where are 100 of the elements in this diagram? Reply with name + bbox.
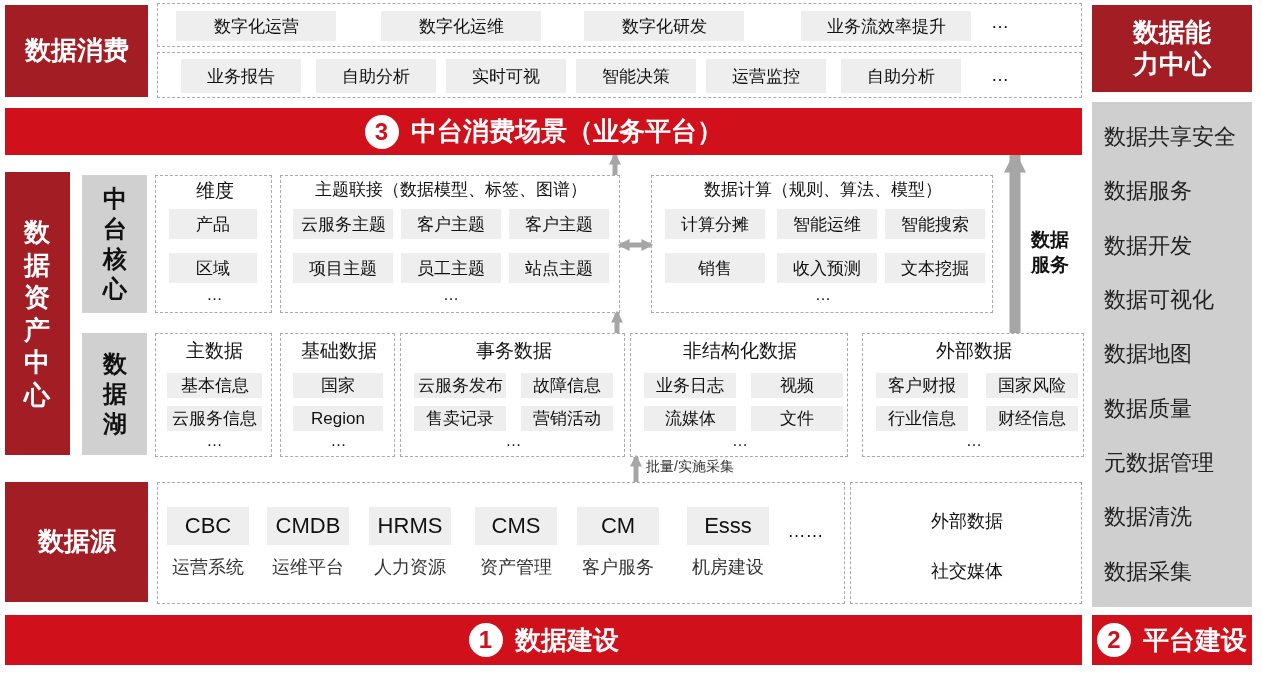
system-tag: CBC <box>167 507 249 545</box>
category-tag: 售卖记录 <box>414 406 506 431</box>
ellipsis-text: …… <box>786 521 825 542</box>
category-tag: 智能搜索 <box>885 209 985 239</box>
category-tag: 智能决策 <box>576 59 696 93</box>
step-number-badge: 3 <box>364 114 399 149</box>
system-caption: 人力资源 <box>373 556 447 579</box>
dashed-panel <box>155 333 272 457</box>
category-tag: 文本挖掘 <box>885 253 985 283</box>
category-tag: 云服务主题 <box>293 209 393 239</box>
category-tag: 业务流效率提升 <box>801 11 971 41</box>
arrow <box>611 310 623 333</box>
category-tag: 实时可视 <box>446 59 566 93</box>
category-tag: 数字化运维 <box>381 11 541 41</box>
banner-title: 中台消费场景（业务平台） <box>410 115 723 148</box>
category-tag: 区域 <box>169 253 257 283</box>
sublayer-label: 中台核心 <box>82 175 147 313</box>
category-tag: Region <box>293 406 383 431</box>
category-tag: 客户主题 <box>509 209 609 239</box>
category-tag: 视频 <box>751 373 843 398</box>
category-tag: 收入预测 <box>777 253 877 283</box>
capability-item: 数据采集 <box>1104 557 1193 586</box>
category-tag: 运营监控 <box>706 59 826 93</box>
ellipsis-text: … <box>965 432 983 450</box>
ellipsis-text: … <box>504 432 523 450</box>
system-tag: HRMS <box>369 507 451 545</box>
layer-banner <box>5 108 1082 155</box>
step-number-badge: 2 <box>1097 623 1131 657</box>
capability-panel <box>1092 102 1252 607</box>
system-tag: CM <box>577 507 659 545</box>
capability-item: 数据服务 <box>1104 177 1193 206</box>
dashed-panel <box>850 482 1082 604</box>
category-tag: 国家风险 <box>986 373 1078 398</box>
dashed-panel <box>630 333 848 457</box>
category-tag: 基本信息 <box>167 373 262 398</box>
capability-item: 数据共享安全 <box>1104 123 1237 152</box>
edge-label: 批量/实施采集 <box>646 458 734 476</box>
system-caption: 资产管理 <box>479 556 553 579</box>
category-tag: 财经信息 <box>986 406 1078 431</box>
dashed-panel <box>280 333 395 457</box>
dashed-panel <box>155 175 272 313</box>
category-tag: 流媒体 <box>644 406 736 431</box>
system-caption: 运营系统 <box>171 556 245 579</box>
dashed-panel <box>157 482 845 604</box>
category-tag: 云服务信息 <box>167 406 262 431</box>
arrow <box>617 239 654 251</box>
category-tag: 自助分析 <box>841 59 961 93</box>
category-tag: 国家 <box>293 373 383 398</box>
system-caption: 机房建设 <box>691 556 765 579</box>
category-tag: 文件 <box>751 406 843 431</box>
dashed-panel <box>651 175 993 313</box>
category-tag: 智能运维 <box>777 209 877 239</box>
category-tag: 云服务发布 <box>414 373 506 398</box>
category-tag: 产品 <box>169 209 257 239</box>
panel-heading: 数据计算（规则、算法、模型） <box>703 179 943 201</box>
panel-heading: 主题联接（数据模型、标签、图谱） <box>314 179 588 201</box>
dashed-panel <box>157 52 1082 98</box>
panel-heading: 外部数据 <box>935 339 1013 363</box>
category-tag: 计算分摊 <box>665 209 765 239</box>
system-tag: Esss <box>687 507 769 545</box>
system-caption: 运维平台 <box>271 556 345 579</box>
layer-banner <box>5 615 1082 665</box>
panel-heading: 事务数据 <box>474 339 553 363</box>
dashed-panel <box>400 333 625 457</box>
category-tag: 数字化研发 <box>584 11 744 41</box>
dashed-panel <box>280 175 620 313</box>
layer-banner <box>1092 615 1252 665</box>
ellipsis-text: … <box>990 65 1010 86</box>
panel-heading: 基础数据 <box>299 339 378 363</box>
category-tag: 行业信息 <box>876 406 968 431</box>
ellipsis-text: … <box>205 432 224 450</box>
arrow <box>630 454 642 482</box>
panel-heading: 主数据 <box>185 339 244 363</box>
category-tag: 数字化运营 <box>176 11 336 41</box>
category-tag: 站点主题 <box>509 253 609 283</box>
dashed-panel <box>862 333 1084 457</box>
system-caption: 客户服务 <box>581 556 655 579</box>
category-tag: 故障信息 <box>521 373 613 398</box>
capability-item: 数据质量 <box>1104 394 1193 423</box>
capability-item: 数据可视化 <box>1104 286 1215 315</box>
ellipsis-text: … <box>205 286 224 304</box>
category-tag: 销售 <box>665 253 765 283</box>
category-tag: 客户财报 <box>876 373 968 398</box>
capability-item: 数据清洗 <box>1104 503 1193 532</box>
category-tag: 业务日志 <box>644 373 736 398</box>
section-label: 数据能力中心 <box>1092 5 1252 92</box>
step-number-badge: 1 <box>468 623 503 657</box>
source-name: 外部数据 <box>930 510 1004 533</box>
capability-item: 数据地图 <box>1104 340 1193 369</box>
dashed-panel <box>157 3 1082 47</box>
section-label: 数据源 <box>5 482 148 602</box>
sublayer-label: 数据湖 <box>82 333 147 455</box>
ellipsis-text: … <box>990 12 1010 33</box>
capability-item: 数据开发 <box>1104 231 1193 260</box>
banner-title: 数据建设 <box>514 623 619 657</box>
category-tag: 员工主题 <box>401 253 501 283</box>
category-tag: 营销活动 <box>521 406 613 431</box>
section-label: 数据消费 <box>5 5 148 97</box>
ellipsis-text: … <box>442 286 460 304</box>
section-label: 数据资产中心 <box>5 172 70 455</box>
